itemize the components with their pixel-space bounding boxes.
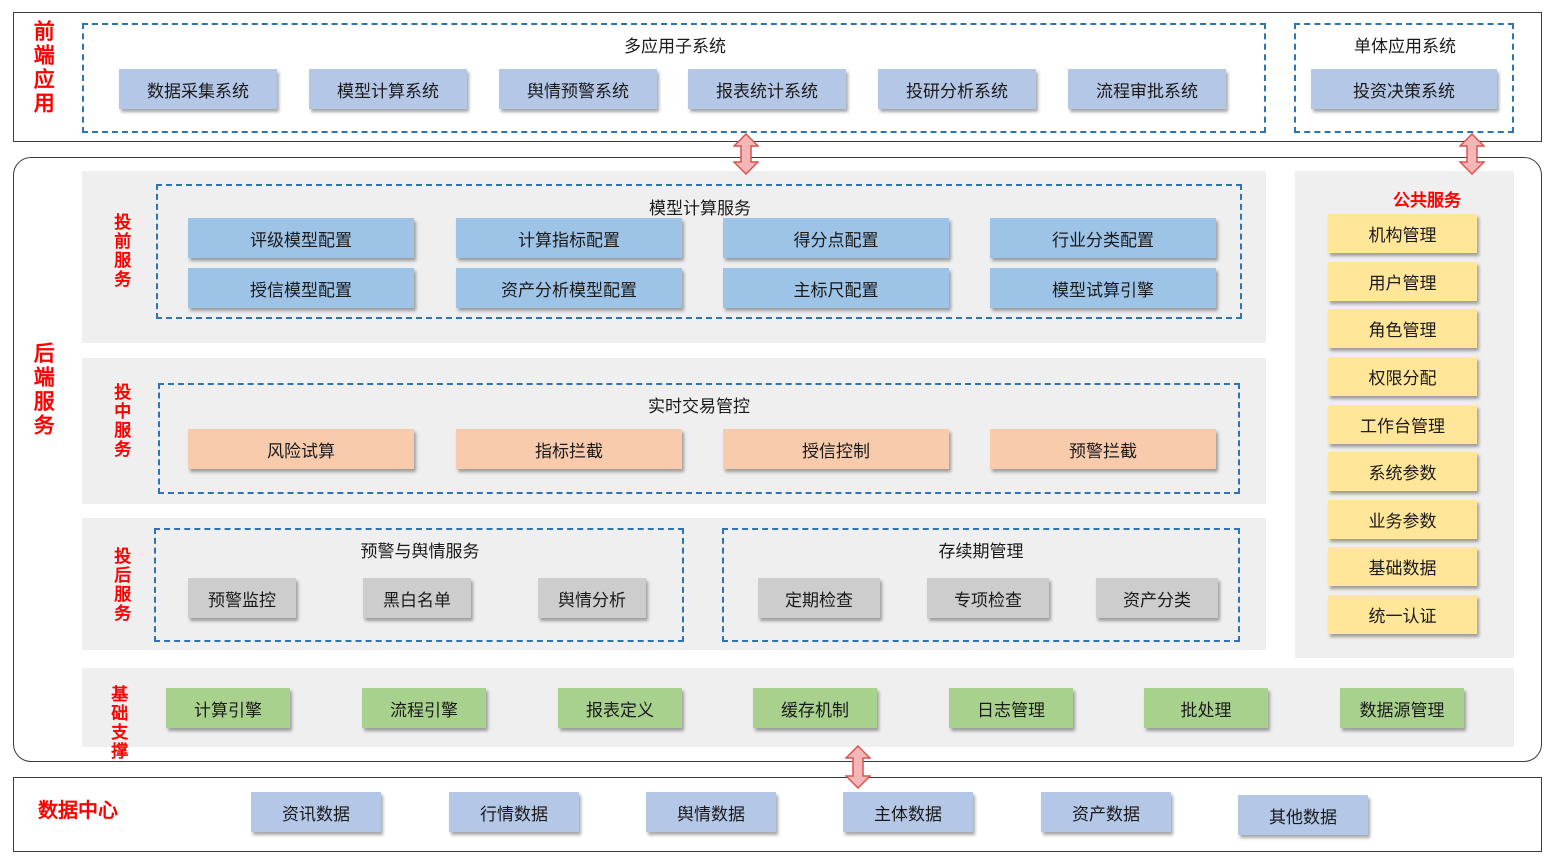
app-report-stats[interactable]: 报表统计系统	[688, 69, 846, 109]
public-service-title: 公共服务	[1393, 191, 1461, 211]
risk-trial-calc[interactable]: 风险试算	[188, 429, 414, 469]
sentiment-data[interactable]: 舆情数据	[646, 792, 776, 832]
warning-sentiment-title: 预警与舆情服务	[360, 542, 480, 562]
calc-engine[interactable]: 计算引擎	[166, 688, 290, 728]
app-model-calc[interactable]: 模型计算系统	[309, 69, 467, 109]
user-management[interactable]: 用户管理	[1328, 262, 1477, 301]
industry-class-config[interactable]: 行业分类配置	[990, 218, 1216, 258]
asset-analysis-model-config[interactable]: 资产分析模型配置	[456, 268, 682, 308]
duration-management-title: 存续期管理	[938, 542, 1024, 562]
unified-auth[interactable]: 统一认证	[1328, 595, 1477, 634]
datasource-management[interactable]: 数据源管理	[1340, 688, 1464, 728]
warning-sentiment-group	[154, 528, 684, 642]
realtime-trade-control-group	[158, 383, 1240, 494]
asset-data[interactable]: 资产数据	[1041, 792, 1171, 832]
periodic-inspection[interactable]: 定期检查	[758, 578, 880, 618]
entity-data[interactable]: 主体数据	[843, 792, 973, 832]
calc-indicator-config[interactable]: 计算指标配置	[456, 218, 682, 258]
model-calc-service-group	[156, 184, 1242, 319]
org-management[interactable]: 机构管理	[1328, 214, 1477, 253]
base-data[interactable]: 基础数据	[1328, 547, 1477, 586]
credit-control[interactable]: 授信控制	[723, 429, 949, 469]
pre-investment-label: 投前服务	[110, 213, 131, 289]
arrow-frontend-backend-left	[733, 133, 759, 175]
market-data[interactable]: 行情数据	[449, 792, 579, 832]
arrow-backend-datacenter	[845, 745, 871, 789]
foundation-label: 基础支撑	[107, 685, 128, 761]
arrow-frontend-backend-right	[1459, 133, 1485, 175]
realtime-trade-control-title: 实时交易管控	[648, 397, 750, 417]
frontend-label: 前端应用	[31, 20, 57, 116]
app-investment-decision[interactable]: 投资决策系统	[1311, 69, 1497, 109]
multi-app-group	[82, 23, 1266, 133]
cache-mechanism[interactable]: 缓存机制	[753, 688, 877, 728]
post-investment-label: 投后服务	[110, 547, 131, 623]
app-research[interactable]: 投研分析系统	[878, 69, 1036, 109]
batch-processing[interactable]: 批处理	[1144, 688, 1268, 728]
single-app-title: 单体应用系统	[1354, 37, 1456, 57]
news-data[interactable]: 资讯数据	[251, 792, 381, 832]
system-parameters[interactable]: 系统参数	[1328, 452, 1477, 491]
single-app-group	[1294, 23, 1514, 133]
warning-intercept[interactable]: 预警拦截	[990, 429, 1216, 469]
log-management[interactable]: 日志管理	[949, 688, 1073, 728]
credit-model-config[interactable]: 授信模型配置	[188, 268, 414, 308]
mid-investment-label: 投中服务	[110, 383, 131, 459]
report-definition[interactable]: 报表定义	[558, 688, 682, 728]
business-parameters[interactable]: 业务参数	[1328, 500, 1477, 539]
model-trial-engine[interactable]: 模型试算引擎	[990, 268, 1216, 308]
permission-assignment[interactable]: 权限分配	[1328, 357, 1477, 396]
model-calc-service-title: 模型计算服务	[649, 199, 751, 219]
sentiment-analysis[interactable]: 舆情分析	[538, 578, 646, 618]
master-scale-config[interactable]: 主标尺配置	[723, 268, 949, 308]
score-point-config[interactable]: 得分点配置	[723, 218, 949, 258]
role-management[interactable]: 角色管理	[1328, 309, 1477, 348]
warning-monitor[interactable]: 预警监控	[188, 578, 296, 618]
special-inspection[interactable]: 专项检查	[927, 578, 1049, 618]
app-approval[interactable]: 流程审批系统	[1068, 69, 1226, 109]
app-sentiment-warning[interactable]: 舆情预警系统	[499, 69, 657, 109]
indicator-intercept[interactable]: 指标拦截	[456, 429, 682, 469]
duration-management-group	[722, 528, 1240, 642]
workbench-management[interactable]: 工作台管理	[1328, 405, 1477, 444]
multi-app-title: 多应用子系统	[624, 37, 726, 57]
other-data[interactable]: 其他数据	[1238, 795, 1368, 835]
rating-model-config[interactable]: 评级模型配置	[188, 218, 414, 258]
app-data-collection[interactable]: 数据采集系统	[119, 69, 277, 109]
black-white-list[interactable]: 黑白名单	[363, 578, 471, 618]
backend-label: 后端服务	[31, 342, 57, 438]
workflow-engine[interactable]: 流程引擎	[362, 688, 486, 728]
asset-classification[interactable]: 资产分类	[1096, 578, 1218, 618]
data-center-label: 数据中心	[38, 798, 118, 822]
